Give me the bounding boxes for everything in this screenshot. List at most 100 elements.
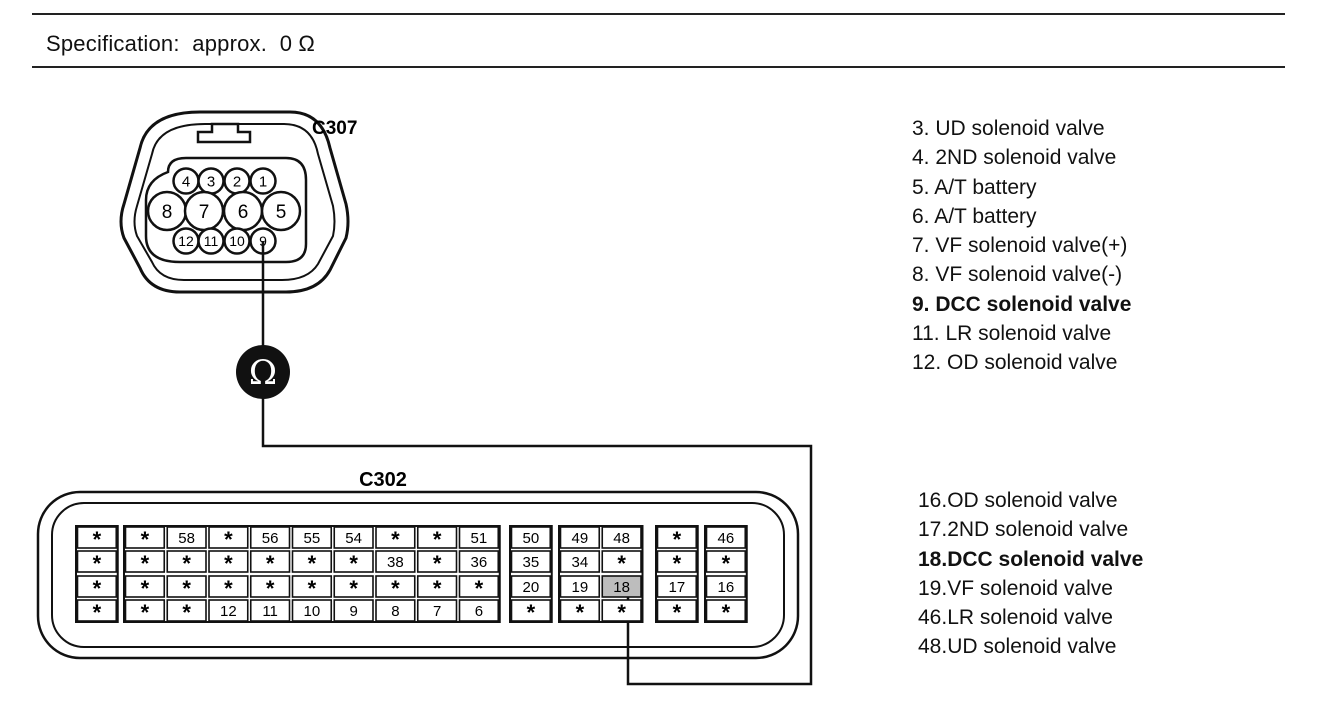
c302-pin-block bbox=[655, 525, 699, 623]
c302-pin-label: 16 bbox=[718, 579, 735, 596]
c302-pin-label: * bbox=[224, 527, 233, 552]
c302-pin-cell bbox=[249, 526, 291, 549]
c302-pin-label: 10 bbox=[304, 603, 321, 620]
c307-pin-12: 12 bbox=[172, 227, 200, 255]
c302-pin-label: * bbox=[141, 551, 150, 576]
c302-pin-label: * bbox=[308, 576, 317, 601]
c307-pin-5: 5 bbox=[260, 190, 302, 232]
c307-pin-label: 1 bbox=[259, 173, 267, 190]
c302-pin-block bbox=[558, 525, 644, 623]
c302-pin-label: * bbox=[308, 551, 317, 576]
c307-inner-shell bbox=[133, 123, 336, 281]
c307-legend-item: 5. A/T battery bbox=[912, 175, 1037, 199]
c302-pin-label: 46 bbox=[718, 530, 735, 547]
c302-legend-item: 48.UD solenoid valve bbox=[918, 635, 1117, 659]
ohmmeter-icon bbox=[236, 345, 290, 399]
c307-latch bbox=[196, 122, 252, 144]
c302-pin-cell bbox=[166, 526, 207, 549]
c302-pin-label: * bbox=[93, 576, 102, 601]
c302-pin-cell bbox=[656, 575, 698, 598]
c307-pin-1: 1 bbox=[249, 167, 277, 195]
ohm-symbol: Ω bbox=[249, 353, 277, 393]
c302-pin-label: 58 bbox=[178, 530, 195, 547]
c302-legend-item: 17.2ND solenoid valve bbox=[918, 518, 1129, 542]
c302-pin-cell bbox=[76, 575, 118, 598]
c302-pin-cell bbox=[333, 550, 374, 573]
c302-pin-cell bbox=[458, 599, 500, 622]
c302-pin-cell bbox=[208, 550, 249, 573]
c302-pin-cell bbox=[249, 550, 291, 573]
c307-pin-label: 11 bbox=[204, 233, 219, 249]
c302-pin-cell bbox=[705, 599, 747, 622]
c302-pin-cell bbox=[416, 526, 458, 549]
c302-pin-cell bbox=[333, 526, 374, 549]
c302-pin-label: * bbox=[266, 576, 275, 601]
c302-pin-label: 55 bbox=[304, 530, 321, 547]
c302-label: C302 bbox=[359, 469, 407, 491]
c302-pin-cell bbox=[124, 575, 166, 598]
c302-pin-cell bbox=[510, 575, 552, 598]
c307-outer-shell bbox=[119, 110, 350, 294]
c302-pin-cell bbox=[656, 599, 698, 622]
c302-pin-cell bbox=[333, 575, 374, 598]
c302-pin-cell bbox=[559, 599, 601, 622]
c302-pin-cell bbox=[166, 550, 207, 573]
c302-pin-label: 8 bbox=[391, 603, 399, 620]
c302-pin-label: * bbox=[673, 551, 682, 576]
c302-outer-shell bbox=[36, 490, 800, 660]
c302-pin-label: * bbox=[349, 576, 358, 601]
c302-pin-label: * bbox=[433, 576, 442, 601]
c302-pin-label: 50 bbox=[523, 530, 540, 547]
c302-pin-label: * bbox=[576, 600, 585, 625]
c302-pin-label: 51 bbox=[471, 530, 488, 547]
c302-pin-cell bbox=[76, 526, 118, 549]
c302-pin-cell bbox=[208, 599, 249, 622]
c302-pin-cell bbox=[458, 575, 500, 598]
c302-legend-item: 16.OD solenoid valve bbox=[918, 489, 1118, 512]
c302-pin-label: * bbox=[617, 600, 626, 625]
c307-pin-label: 6 bbox=[238, 202, 249, 223]
c302-pin-label: * bbox=[527, 600, 536, 625]
c307-pin-label: 2 bbox=[233, 173, 241, 190]
c302-pin-label: * bbox=[93, 527, 102, 552]
c302-pin-label: * bbox=[349, 551, 358, 576]
c302-pin-cell bbox=[510, 550, 552, 573]
c302-pin-label: * bbox=[224, 551, 233, 576]
c302-pin-cell bbox=[705, 526, 747, 549]
c302-pin-label: * bbox=[722, 551, 731, 576]
c302-pin-label: * bbox=[391, 527, 400, 552]
c307-pin-cavity bbox=[144, 156, 308, 264]
specification-label: Specification: bbox=[46, 31, 180, 56]
c307-pin-label: 4 bbox=[182, 173, 190, 190]
c307-legend-item: 12. OD solenoid valve bbox=[912, 351, 1118, 375]
c302-pin-label: * bbox=[673, 527, 682, 552]
c302-pin-label: 54 bbox=[345, 530, 362, 547]
c302-pin-cell bbox=[416, 550, 458, 573]
c302-pin-label: 49 bbox=[572, 530, 589, 547]
c307-pin-11: 11 bbox=[197, 227, 225, 255]
c302-pin-cell bbox=[656, 526, 698, 549]
c307-pin-6: 6 bbox=[222, 190, 264, 232]
c307-pin-label: 12 bbox=[178, 233, 194, 249]
c302-pin-block bbox=[704, 525, 748, 623]
c302-pin-label: * bbox=[141, 600, 150, 625]
c307-pin-label: 7 bbox=[199, 202, 210, 223]
c307-pin-label: 8 bbox=[162, 202, 173, 223]
c302-pin-cell bbox=[76, 550, 118, 573]
c307-pin-7: 7 bbox=[183, 190, 225, 232]
c302-pin-cell bbox=[510, 526, 552, 549]
c302-pin-label: 38 bbox=[387, 554, 404, 571]
c302-pin-block bbox=[509, 525, 553, 623]
c302-pin-label: 20 bbox=[523, 579, 540, 596]
c302-inner-shell bbox=[51, 502, 785, 648]
c302-pin-label: * bbox=[722, 600, 731, 625]
c302-legend-item: 46.LR solenoid valve bbox=[918, 606, 1113, 630]
c307-pin-label: 5 bbox=[276, 202, 287, 223]
c302-pin-label: * bbox=[141, 527, 150, 552]
c302-pin-label: 34 bbox=[572, 554, 589, 571]
c302-pin-cell bbox=[559, 550, 601, 573]
c302-pin-cell bbox=[333, 599, 374, 622]
